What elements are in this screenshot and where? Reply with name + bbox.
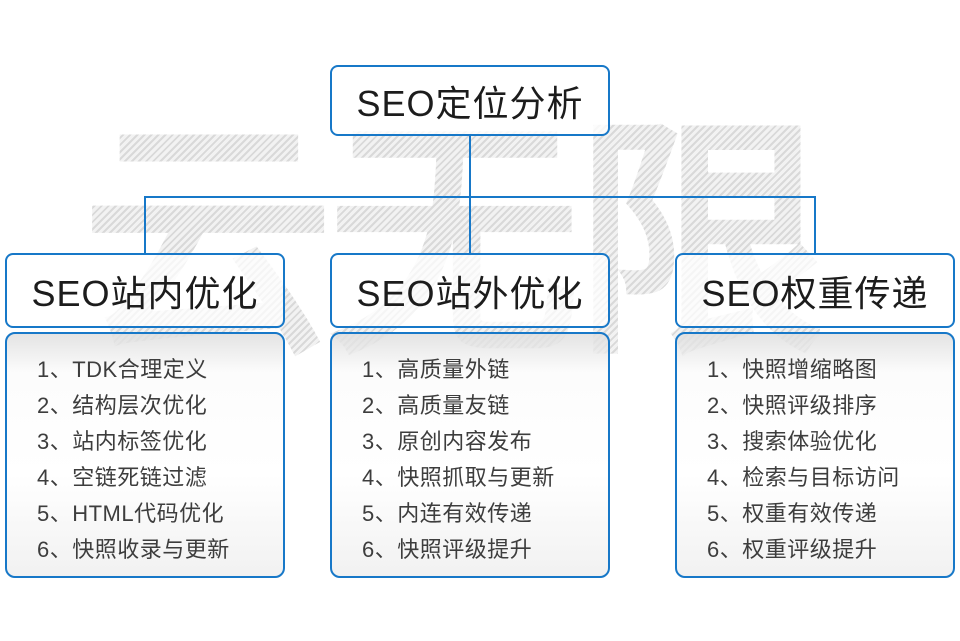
list-panel-weight-transfer: 1、快照增缩略图 2、快照评级排序 3、搜索体验优化 4、检索与目标访问 5、权… xyxy=(675,332,955,578)
list-item: 4、快照抓取与更新 xyxy=(362,465,555,490)
list-item: 3、搜索体验优化 xyxy=(707,429,878,454)
connector-left-vertical-line xyxy=(144,196,146,254)
list-item: 1、快照增缩略图 xyxy=(707,357,878,382)
column-weight-transfer: SEO权重传递 1、快照增缩略图 2、快照评级排序 3、搜索体验优化 4、检索与… xyxy=(675,253,955,578)
header-label: SEO权重传递 xyxy=(701,272,929,314)
list-item: 6、快照评级提升 xyxy=(362,537,533,562)
header-label: SEO站内优化 xyxy=(31,272,259,314)
feature-list: 1、TDK合理定义 2、结构层次优化 3、站内标签优化 4、空链死链过滤 5、H… xyxy=(37,350,283,566)
connector-right-vertical-line xyxy=(814,196,816,254)
header-box-onsite-seo: SEO站内优化 xyxy=(5,253,285,328)
list-panel-onsite-seo: 1、TDK合理定义 2、结构层次优化 3、站内标签优化 4、空链死链过滤 5、H… xyxy=(5,332,285,578)
column-offsite-seo: SEO站外优化 1、高质量外链 2、高质量友链 3、原创内容发布 4、快照抓取与… xyxy=(330,253,610,578)
root-node-label: SEO定位分析 xyxy=(356,82,584,124)
header-box-weight-transfer: SEO权重传递 xyxy=(675,253,955,328)
feature-list: 1、快照增缩略图 2、快照评级排序 3、搜索体验优化 4、检索与目标访问 5、权… xyxy=(707,350,953,566)
list-item: 3、站内标签优化 xyxy=(37,429,208,454)
list-item: 4、检索与目标访问 xyxy=(707,465,900,490)
list-panel-offsite-seo: 1、高质量外链 2、高质量友链 3、原创内容发布 4、快照抓取与更新 5、内连有… xyxy=(330,332,610,578)
list-item: 5、HTML代码优化 xyxy=(37,501,225,526)
column-onsite-seo: SEO站内优化 1、TDK合理定义 2、结构层次优化 3、站内标签优化 4、空链… xyxy=(5,253,285,578)
list-item: 1、高质量外链 xyxy=(362,357,510,382)
connector-root-vertical-line xyxy=(469,136,471,198)
list-item: 4、空链死链过滤 xyxy=(37,465,208,490)
root-node-box: SEO定位分析 xyxy=(330,65,610,136)
connector-middle-vertical-line xyxy=(469,196,471,254)
list-item: 5、内连有效传递 xyxy=(362,501,533,526)
list-item: 6、快照收录与更新 xyxy=(37,537,230,562)
list-item: 6、权重评级提升 xyxy=(707,537,878,562)
list-item: 5、权重有效传递 xyxy=(707,501,878,526)
list-item: 2、结构层次优化 xyxy=(37,393,208,418)
header-box-offsite-seo: SEO站外优化 xyxy=(330,253,610,328)
list-item: 2、高质量友链 xyxy=(362,393,510,418)
connector-horizontal-line xyxy=(144,196,816,198)
list-item: 1、TDK合理定义 xyxy=(37,357,208,382)
list-item: 3、原创内容发布 xyxy=(362,429,533,454)
list-item: 2、快照评级排序 xyxy=(707,393,878,418)
feature-list: 1、高质量外链 2、高质量友链 3、原创内容发布 4、快照抓取与更新 5、内连有… xyxy=(362,350,608,566)
header-label: SEO站外优化 xyxy=(356,272,584,314)
